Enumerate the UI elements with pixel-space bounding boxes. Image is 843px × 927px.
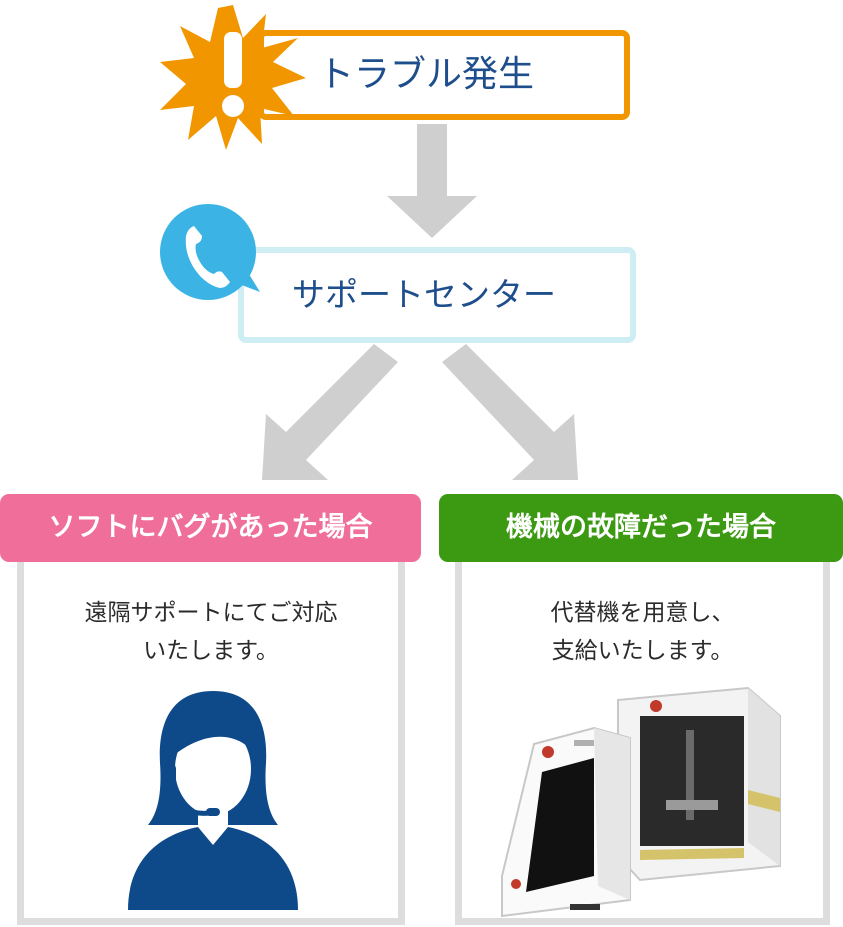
- trouble-box: [258, 30, 630, 120]
- phone-icon: [160, 204, 260, 300]
- trouble-label: トラブル発生: [318, 54, 535, 95]
- support-center-label: サポートセンター: [292, 275, 556, 314]
- software-case-header: ソフトにバグがあった場合: [0, 494, 421, 562]
- exclamation-burst-icon: [160, 5, 306, 150]
- arrow-down-left: [262, 344, 398, 480]
- software-case-desc-line2: いたします。: [143, 638, 279, 664]
- arrow-down: [387, 124, 477, 238]
- hardware-case-desc-line2: 支給いたします。: [551, 638, 734, 664]
- hardware-case-header: 機械の故障だった場合: [439, 494, 843, 562]
- replacement-machine-image: [501, 686, 781, 918]
- software-case-desc-line1: 遠隔サポートにてご対応: [84, 600, 338, 626]
- operator-headset-icon: [128, 691, 298, 910]
- hardware-case-desc-line1: 代替機を用意し、: [550, 600, 735, 626]
- arrow-down-right: [442, 344, 578, 480]
- support-center-box: [238, 247, 636, 343]
